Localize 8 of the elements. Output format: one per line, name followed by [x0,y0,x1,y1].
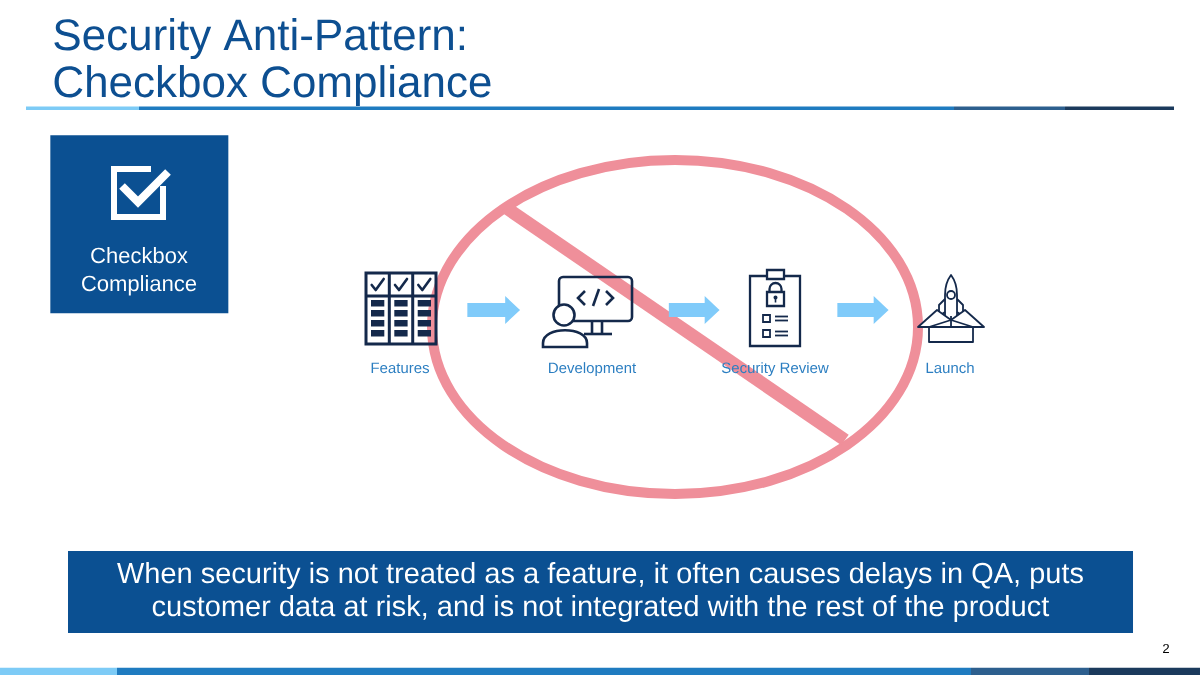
page-number: 2 [1163,643,1169,653]
title-card: Checkbox Compliance [50,135,229,314]
slide-title: Security Anti-Pattern: Checkbox Compliance [54,18,491,107]
step-label: Development [549,362,637,377]
step-label: Security Review [721,362,829,377]
step-label: Features [371,362,430,374]
step-label: Launch [926,362,974,374]
message-banner: When security is not treated as a feature, it often causes delays in QA, puts customer data at risk, and is not integrated with the rest of the product [68,551,1133,633]
